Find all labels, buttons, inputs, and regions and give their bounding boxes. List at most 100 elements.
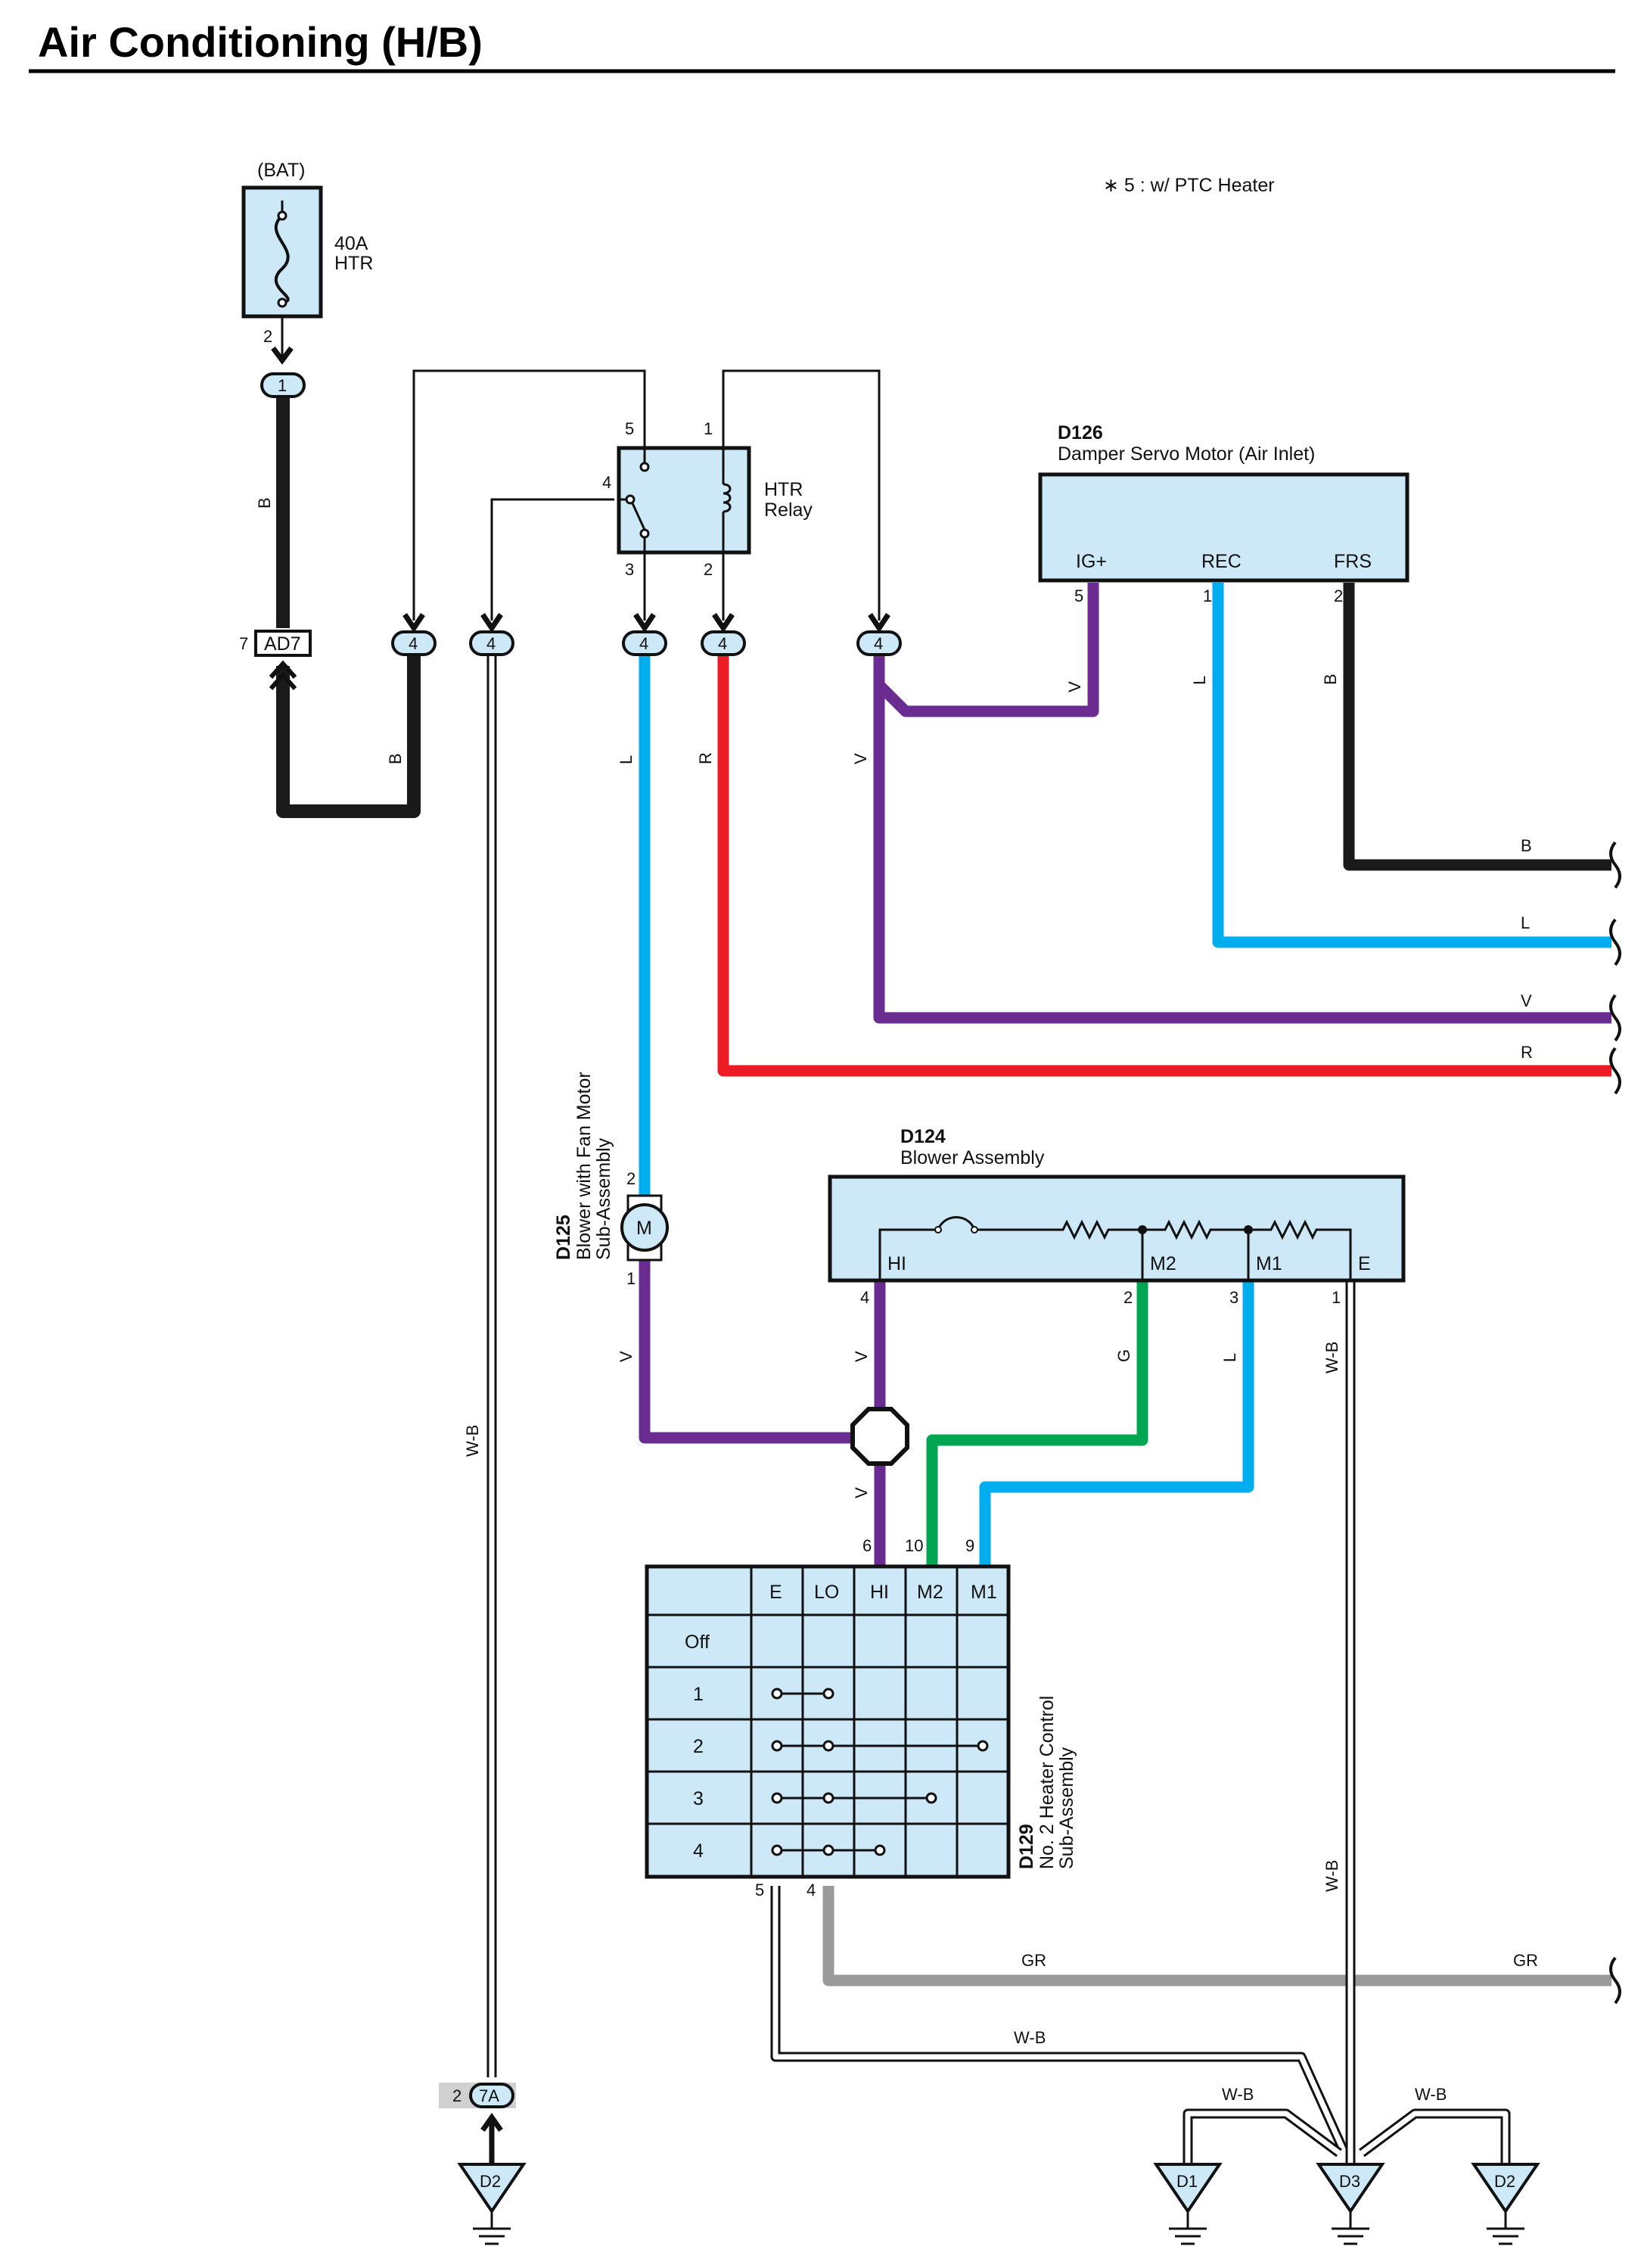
d129-col-e: E xyxy=(769,1582,782,1603)
wire-v-main xyxy=(873,655,1611,1024)
d125-id: D125 xyxy=(553,1215,574,1260)
wire-wb-d1-inner xyxy=(1185,2111,1341,2164)
wire-label-gr-2: GR xyxy=(1513,1951,1538,1970)
fuse-amp: 40A xyxy=(334,233,368,254)
terminal-arrow-icon xyxy=(402,613,425,633)
ground-icon xyxy=(1471,2163,1540,2214)
wire-label-l-1: L xyxy=(617,755,636,764)
connection-dot xyxy=(977,1740,989,1752)
page-title: Air Conditioning (H/B) xyxy=(38,18,483,66)
wire-v-motor xyxy=(639,1260,855,1444)
d124-pin-2: 2 xyxy=(1123,1288,1133,1307)
wire-label-wb-e: W-B xyxy=(1322,1342,1341,1374)
wire-label-v-2: V xyxy=(1065,681,1084,692)
d129-id: D129 xyxy=(1016,1824,1037,1869)
wire-label-b-2: B xyxy=(386,753,405,764)
connector-ad7-box xyxy=(254,630,312,657)
wire-b-ad7-loop xyxy=(276,651,421,818)
relay-pin-5: 5 xyxy=(625,419,634,438)
wire-label-b-3: B xyxy=(1321,674,1340,685)
relay-name-line2: Relay xyxy=(764,499,813,521)
d124-pin-1: 1 xyxy=(1332,1288,1341,1307)
wire-label-l-m1: L xyxy=(1220,1353,1239,1362)
wire-g-m2 xyxy=(926,1280,1148,1566)
connector-ad7-label: AD7 xyxy=(264,633,301,655)
fuse-terminal-bottom xyxy=(277,297,287,308)
wire-label-wb-d129: W-B xyxy=(1014,2028,1046,2047)
htr-relay: 5 1 4 3 2 HTR Relay xyxy=(602,419,813,579)
relay-switch-contact-top xyxy=(639,462,650,472)
d126-damper-servo-motor: D126 Damper Servo Motor (Air Inlet) IG+ … xyxy=(1038,422,1409,605)
d126-terminal-rec: REC xyxy=(1201,551,1242,572)
junction-connector-1-label: 1 xyxy=(278,376,287,395)
d129-name-line1: No. 2 Heater Control xyxy=(1036,1696,1058,1869)
battery-label: (BAT) xyxy=(257,160,305,181)
thermal-fuse-terminal xyxy=(934,1226,942,1234)
wire-thin-relay-1 xyxy=(722,369,881,621)
connector-7a-box xyxy=(469,2083,514,2108)
d129-connections xyxy=(771,1688,989,1856)
wire-label-v-right: V xyxy=(1521,991,1532,1010)
connection-dot xyxy=(771,1688,783,1700)
wire-label-gr-1: GR xyxy=(1021,1951,1046,1970)
wire-label-l-2: L xyxy=(1190,676,1209,685)
d124-terminal-hi: HI xyxy=(887,1253,906,1274)
d129-pin-5: 5 xyxy=(755,1881,764,1899)
ground-d2-left: D2 xyxy=(457,2163,527,2245)
relay-coil-icon xyxy=(723,483,732,513)
d124-terminal-m1: M1 xyxy=(1256,1253,1282,1274)
connector-7a-label: 7A xyxy=(479,2086,499,2105)
d126-pin-5: 5 xyxy=(1074,586,1083,605)
wire-continuation-marks xyxy=(1609,841,1621,2005)
wire-r xyxy=(717,655,1611,1077)
wire-l-m1 xyxy=(979,1280,1254,1566)
wire-color-labels: B B W-B L R V V L B B L V R V V V G L W-… xyxy=(255,497,1538,2104)
junction-connector-4-label: 4 xyxy=(639,634,648,653)
d129-row-3: 3 xyxy=(693,1788,704,1809)
relay-switch-blade xyxy=(631,502,646,530)
wire-label-g: G xyxy=(1114,1349,1133,1362)
terminal-arrow-icon xyxy=(868,613,890,633)
d129-row-4: 4 xyxy=(693,1840,704,1862)
ground-icon xyxy=(1316,2163,1385,2214)
continuation-r xyxy=(1609,1047,1621,1095)
fuse-element-icon xyxy=(274,214,290,304)
d129-pin-4: 4 xyxy=(806,1881,816,1899)
wire-b-frs xyxy=(1343,583,1611,871)
connector-arrow-icon xyxy=(269,660,297,690)
wire-label-v-1: V xyxy=(851,753,870,764)
junction-connector-2-label: 4 xyxy=(409,634,418,653)
relay-switch-contact-left xyxy=(625,494,636,505)
d129-grid xyxy=(647,1566,1008,1877)
ground-d3: D3 xyxy=(1316,2163,1385,2245)
d124-internal-hi xyxy=(878,1228,938,1280)
continuation-v xyxy=(1609,994,1621,1042)
resistor-icon xyxy=(1248,1219,1352,1280)
wire-label-v-hi: V xyxy=(852,1351,871,1362)
d124-id: D124 xyxy=(900,1126,946,1147)
connector-ad7-pin: 7 xyxy=(239,634,248,653)
relay-pin-4: 4 xyxy=(602,473,611,492)
d124-terminal-e: E xyxy=(1358,1253,1371,1274)
wire-label-r-1: R xyxy=(696,752,715,764)
d129-pin-9: 9 xyxy=(965,1536,974,1555)
d129-col-lo: LO xyxy=(814,1582,839,1603)
motor-icon xyxy=(620,1203,669,1252)
d125-pin-2: 2 xyxy=(626,1169,636,1188)
thermal-fuse-terminal xyxy=(971,1226,978,1234)
fuse-box xyxy=(241,185,323,319)
ptc-heater-note: ∗ 5 : w/ PTC Heater xyxy=(1103,175,1275,196)
wire-l-rec xyxy=(1212,583,1611,948)
d126-id: D126 xyxy=(1058,422,1103,443)
continuation-b xyxy=(1609,841,1621,889)
d129-row-off: Off xyxy=(685,1632,710,1653)
relay-pin-2: 2 xyxy=(704,560,713,579)
wire-thin-relay-5 xyxy=(412,369,646,621)
connection-dot xyxy=(771,1792,783,1804)
relay-name-line1: HTR xyxy=(764,479,803,500)
resistor-icon xyxy=(977,1219,1142,1240)
d129-col-m2: M2 xyxy=(917,1582,943,1603)
d129-pin-6: 6 xyxy=(862,1536,872,1555)
d129-heater-control: 6 10 9 E LO HI M2 M1 Off 1 2 3 4 xyxy=(645,1536,1077,1899)
